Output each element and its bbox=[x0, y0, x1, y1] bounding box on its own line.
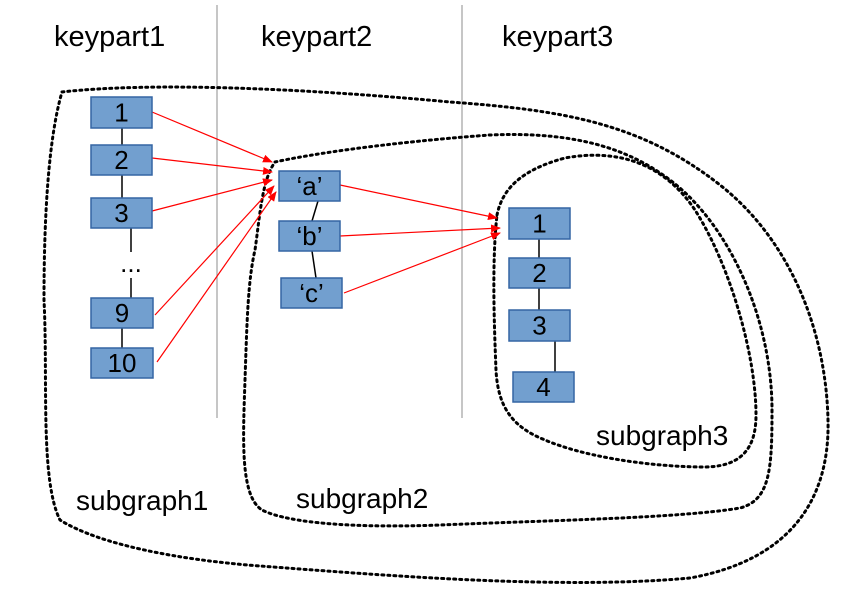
subgraph1-boundary bbox=[42, 85, 830, 584]
column-header-keypart1: keypart1 bbox=[54, 21, 165, 53]
edge-arrow-2-to-keypart2 bbox=[151, 157, 273, 175]
subgraph2-label: subgraph2 bbox=[296, 483, 428, 514]
svg-text:4: 4 bbox=[536, 372, 550, 402]
keypart1-ellipsis: ... bbox=[120, 248, 142, 278]
keypart2-node-c: ‘c’ bbox=[280, 277, 343, 309]
keypart3-node-4: 4 bbox=[512, 371, 575, 403]
svg-text:1: 1 bbox=[532, 209, 546, 239]
edge-arrow-c-to-keypart3 bbox=[343, 232, 501, 294]
keypart1-node-3: 3 bbox=[90, 197, 153, 229]
svg-text:‘b’: ‘b’ bbox=[296, 221, 322, 251]
edge-arrow-9-to-keypart2 bbox=[154, 185, 275, 316]
edge-arrow-1-to-keypart2 bbox=[151, 111, 273, 163]
svg-text:‘a’: ‘a’ bbox=[296, 171, 322, 201]
subgraph3-label: subgraph3 bbox=[596, 420, 728, 451]
edge-arrow-a-to-keypart3 bbox=[339, 184, 498, 221]
subgraph3-boundary bbox=[492, 153, 758, 469]
keypart3-node-1: 1 bbox=[508, 207, 571, 240]
svg-text:3: 3 bbox=[532, 311, 546, 341]
keypart1-node-10: 10 bbox=[90, 347, 154, 379]
svg-text:2: 2 bbox=[114, 145, 128, 175]
svg-text:1: 1 bbox=[114, 98, 128, 128]
svg-text:10: 10 bbox=[108, 348, 137, 378]
edge-arrow-b-to-keypart3 bbox=[339, 224, 501, 237]
subgraph2-boundary bbox=[242, 133, 774, 528]
chain-line bbox=[311, 200, 319, 222]
keypart2-node-a: ‘a’ bbox=[278, 170, 341, 202]
column-header-keypart3: keypart3 bbox=[502, 21, 613, 53]
svg-text:2: 2 bbox=[532, 258, 546, 288]
svg-text:9: 9 bbox=[115, 298, 129, 328]
column-header-keypart2: keypart2 bbox=[261, 21, 372, 53]
keypart3-node-3: 3 bbox=[508, 309, 571, 342]
edge-arrow-10-to-keypart2 bbox=[156, 191, 277, 363]
keypart3-node-2: 2 bbox=[508, 257, 571, 289]
keypart1-node-1: 1 bbox=[90, 96, 153, 129]
chain-line bbox=[311, 250, 317, 279]
keypart1-node-9: 9 bbox=[90, 297, 154, 329]
svg-text:‘c’: ‘c’ bbox=[299, 278, 324, 308]
keypart1-node-2: 2 bbox=[90, 144, 153, 176]
subgraph1-label: subgraph1 bbox=[76, 485, 208, 516]
svg-text:3: 3 bbox=[114, 198, 128, 228]
edge-arrow-3-to-keypart2 bbox=[151, 178, 273, 212]
keypart2-node-b: ‘b’ bbox=[278, 220, 341, 252]
